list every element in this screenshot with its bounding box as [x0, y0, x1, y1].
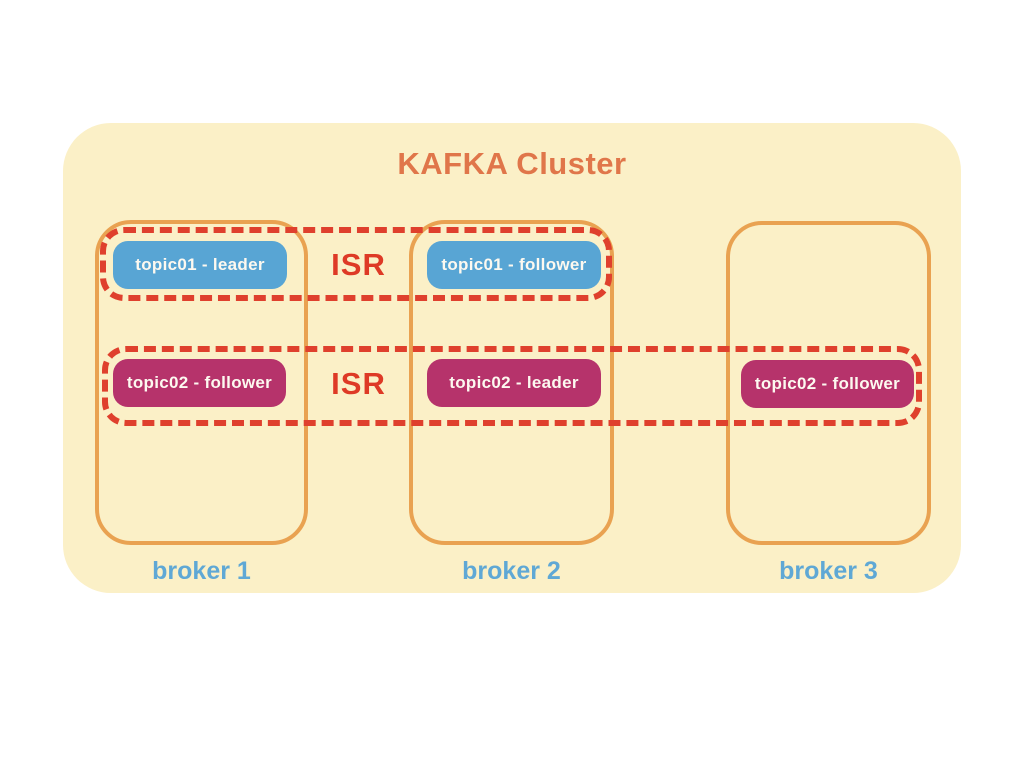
broker-2-label: broker 2 [462, 557, 561, 585]
cluster-title: KAFKA Cluster [397, 146, 627, 181]
isr-label-topic02: ISR [331, 366, 386, 401]
partition-topic02-follower-broker3: topic02 - follower [741, 360, 914, 408]
isr-group-topic01-outline [100, 227, 612, 301]
broker-3-box [726, 221, 931, 545]
broker-2-box [409, 220, 614, 545]
broker-1-label: broker 1 [152, 557, 251, 585]
cluster-background [63, 123, 961, 593]
broker-3-label: broker 3 [779, 557, 878, 585]
partition-topic01-follower-broker2: topic01 - follower [427, 241, 601, 289]
partition-topic02-follower-broker1: topic02 - follower [113, 359, 286, 407]
isr-group-topic02-outline [102, 346, 922, 426]
isr-label-topic01: ISR [331, 247, 386, 282]
partition-topic01-leader-broker1: topic01 - leader [113, 241, 287, 289]
partition-topic02-leader-broker2: topic02 - leader [427, 359, 601, 407]
broker-1-box [95, 220, 308, 545]
